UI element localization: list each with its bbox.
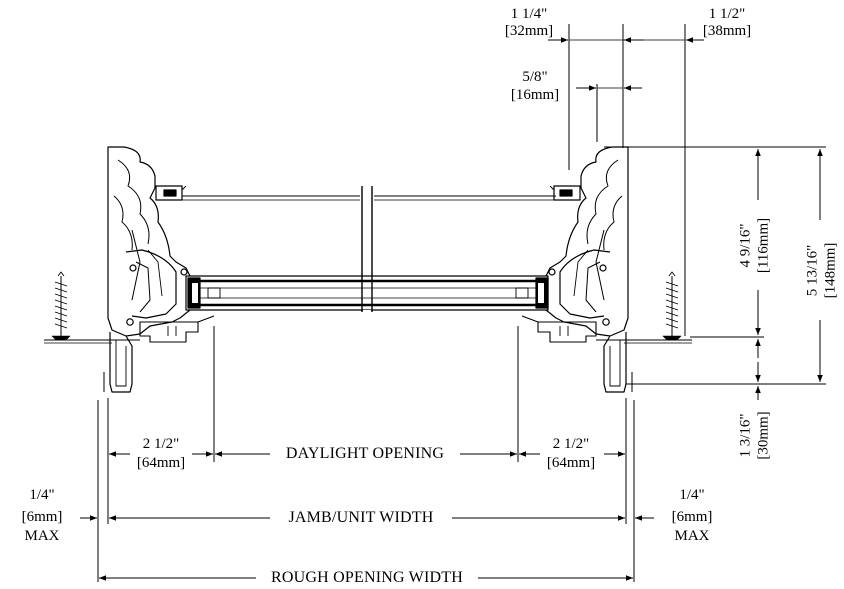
dim-top-left-mm: [32mm] — [504, 23, 554, 39]
dim-left-sash-mm: [64mm] — [136, 455, 186, 471]
dim-right-gap-mm: [6mm] — [671, 509, 713, 525]
dim-v-outer-mm: [148mm] — [822, 242, 839, 299]
left-screw-icon — [51, 271, 71, 341]
dim-mid-in: 5/8" — [522, 69, 548, 85]
dim-right-sash-in: 2 1/2" — [552, 436, 590, 452]
dim-jamb-unit-width: JAMB/UNIT WIDTH — [288, 509, 434, 526]
dim-right-sash-mm: [64mm] — [546, 455, 596, 471]
break-lines — [361, 186, 373, 314]
dim-top-left-in: 1 1/4" — [510, 6, 548, 22]
dim-top-right-mm: [38mm] — [702, 23, 752, 39]
dim-daylight-opening: DAYLIGHT OPENING — [285, 445, 445, 462]
dim-right-gap-in: 1/4" — [679, 487, 705, 503]
dim-mid-mm: [16mm] — [510, 87, 560, 103]
dim-right-gap-max: MAX — [674, 528, 710, 544]
dim-v-inner-in: 4 9/16" — [737, 223, 754, 268]
dim-v-bottom-in: 1 3/16" — [737, 413, 754, 458]
glass-unit — [182, 195, 556, 311]
dim-top-right-in: 1 1/2" — [708, 6, 746, 22]
dim-v-inner-mm: [116mm] — [755, 217, 772, 274]
dim-rough-opening-width: ROUGH OPENING WIDTH — [271, 569, 463, 586]
dim-left-gap-max: MAX — [24, 528, 60, 544]
dim-left-sash-in: 2 1/2" — [142, 436, 180, 452]
dimension-lines — [80, 24, 826, 582]
right-screw-icon — [662, 271, 682, 341]
dim-left-gap-in: 1/4" — [29, 487, 55, 503]
dim-left-gap-mm: [6mm] — [21, 509, 63, 525]
dim-v-outer-in: 5 13/16" — [804, 244, 821, 297]
right-jamb-profile — [521, 146, 692, 393]
dim-v-bottom-mm: [30mm] — [755, 411, 772, 460]
left-jamb-profile — [44, 146, 215, 393]
